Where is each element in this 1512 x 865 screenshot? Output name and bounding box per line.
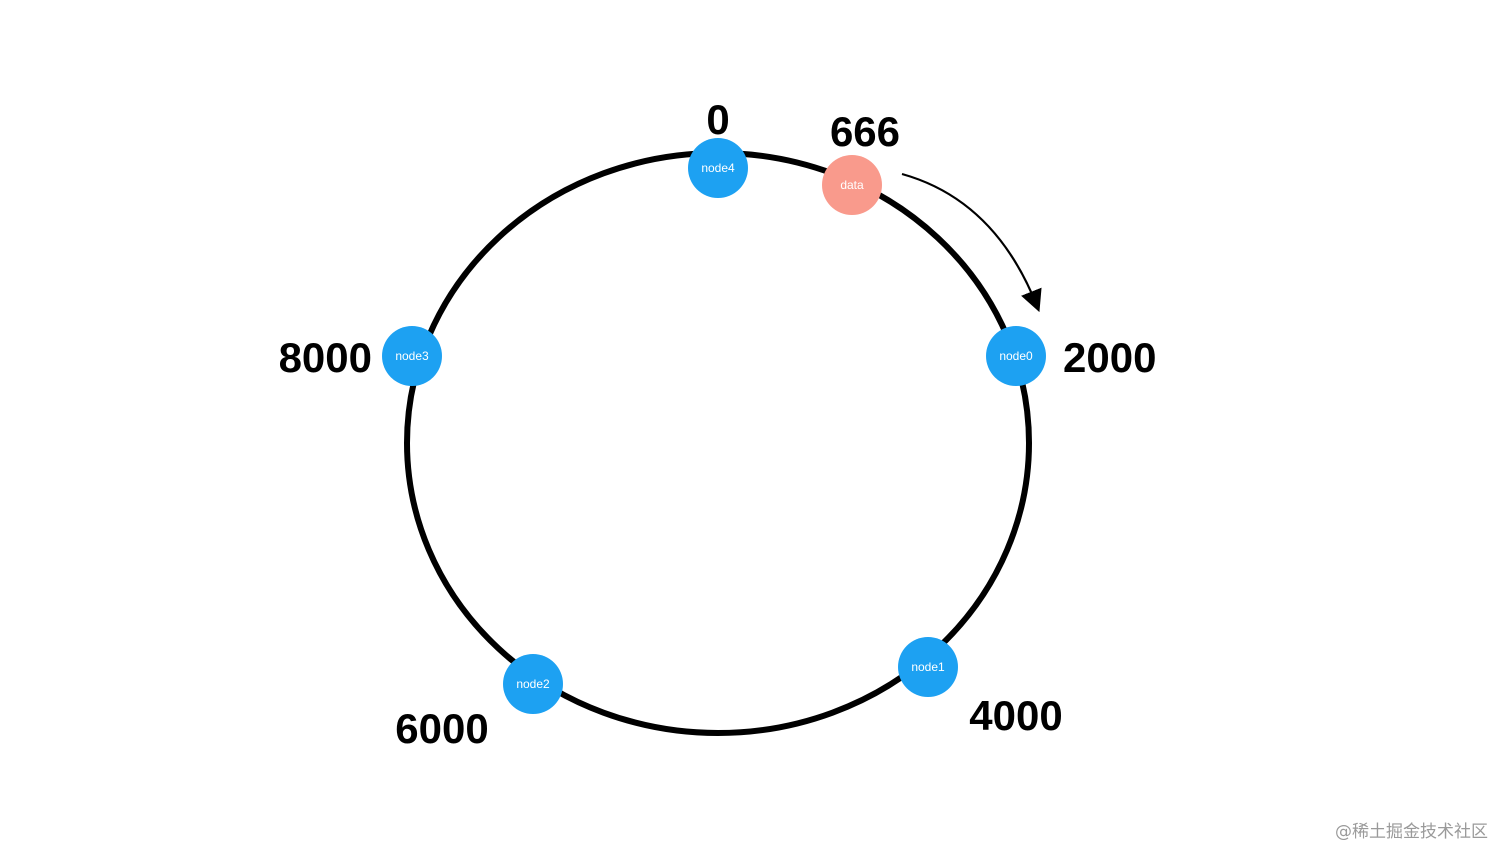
- data-item: data: [822, 155, 882, 215]
- node-circle: [503, 654, 563, 714]
- node-node2: node2: [503, 654, 563, 714]
- node-node0: node0: [986, 326, 1046, 386]
- data-circle: [822, 155, 882, 215]
- node-circle: [688, 138, 748, 198]
- node-circle: [382, 326, 442, 386]
- node-circle: [898, 637, 958, 697]
- curved-arrow-icon: [901, 172, 1042, 313]
- node-label: node3: [395, 349, 429, 363]
- position-label-0: 0: [706, 96, 729, 143]
- position-label-4000: 4000: [969, 692, 1062, 739]
- node-label: node2: [516, 677, 550, 691]
- node-label: node4: [701, 161, 735, 175]
- node-node3: node3: [382, 326, 442, 386]
- node-label: node1: [911, 660, 945, 674]
- node-node1: node1: [898, 637, 958, 697]
- node-circle: [986, 326, 1046, 386]
- node-node4: node4: [688, 138, 748, 198]
- data-label: data: [840, 178, 864, 192]
- position-label-2000: 2000: [1063, 334, 1156, 381]
- node-label: node0: [999, 349, 1033, 363]
- position-label-6000: 6000: [395, 705, 488, 752]
- position-label-666: 666: [830, 108, 900, 155]
- position-label-8000: 8000: [279, 334, 372, 381]
- watermark: @稀土掘金技术社区: [1335, 822, 1488, 842]
